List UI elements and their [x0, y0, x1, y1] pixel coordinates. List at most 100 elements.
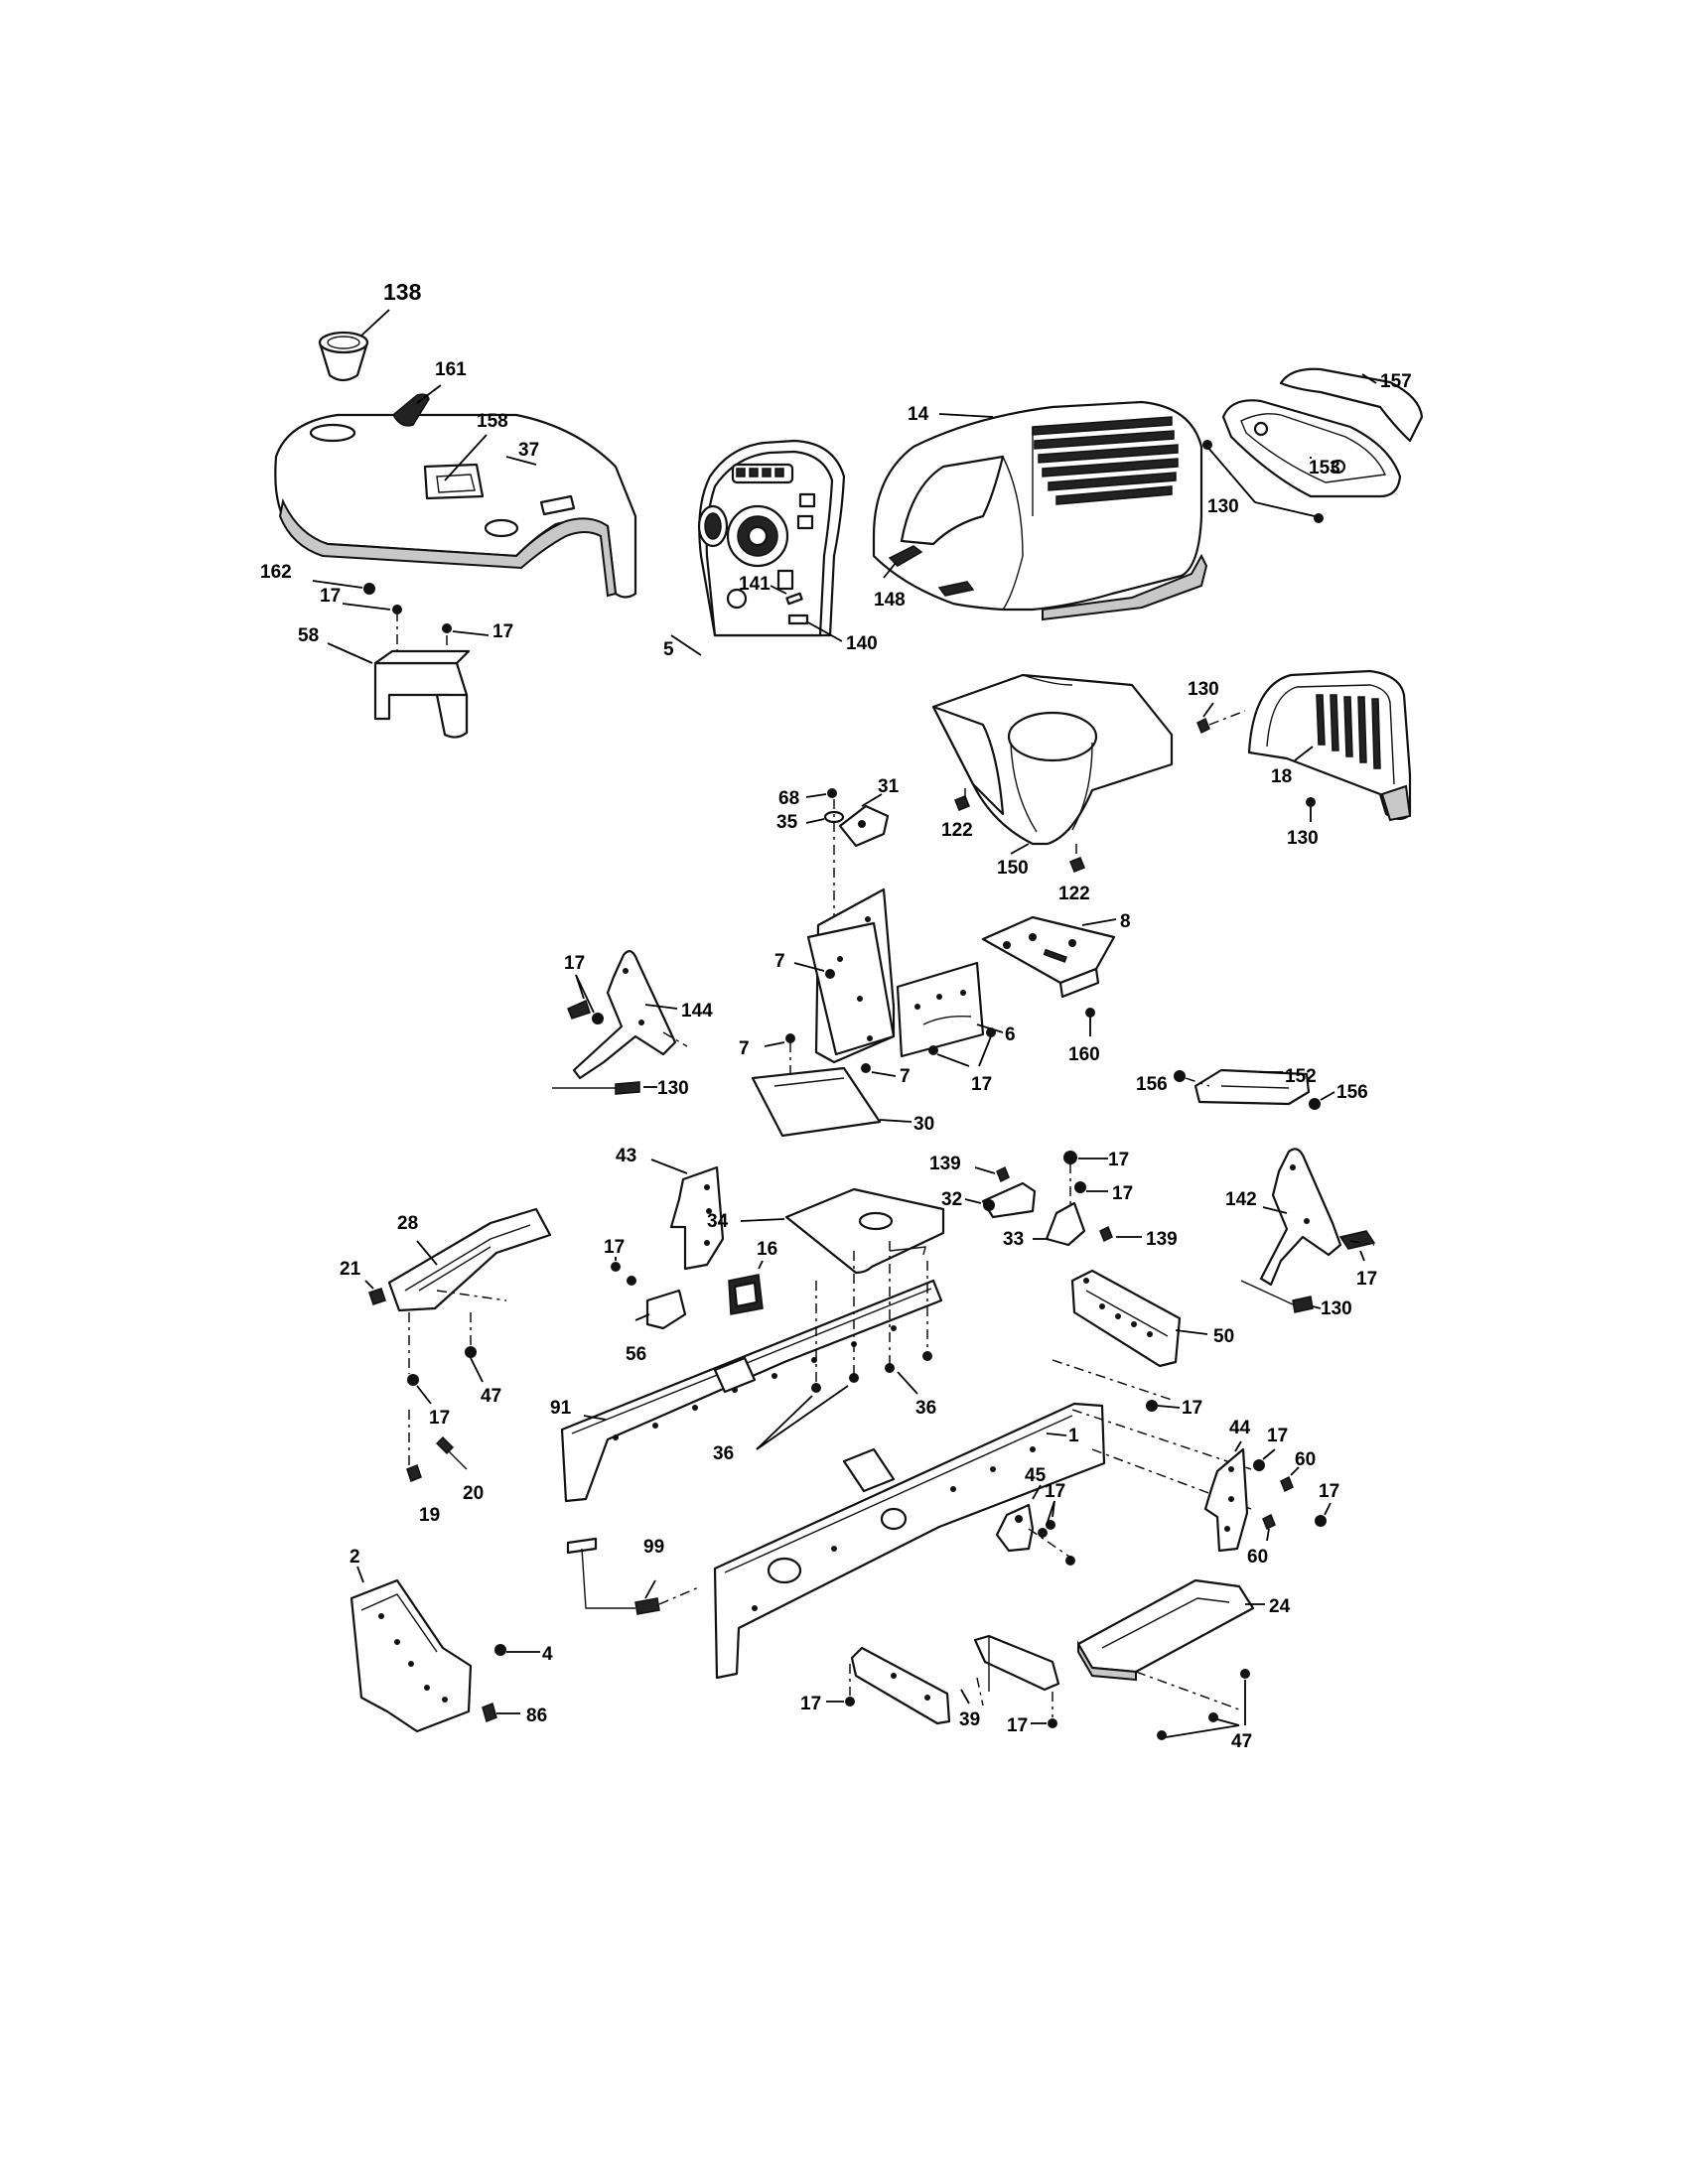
part-7-screw-a: 7: [774, 951, 835, 979]
part-33-bracket: 33: [1003, 1201, 1086, 1250]
callout-36-a: 36: [713, 1443, 734, 1464]
part-34-plate: 34: [707, 1187, 945, 1275]
callout-14: 14: [908, 404, 929, 425]
callout-162: 162: [260, 562, 292, 583]
callout-43: 43: [616, 1146, 636, 1166]
callout-122-a: 122: [941, 820, 973, 841]
part-130-screw-b: 130: [1188, 679, 1246, 735]
callout-130-d: 130: [657, 1078, 689, 1099]
part-8-bracket-plate: 8: [981, 911, 1131, 999]
part-17-screw-o: 17: [1007, 1692, 1057, 1736]
callout-141: 141: [739, 574, 771, 595]
callout-34: 34: [707, 1211, 729, 1232]
part-37-fender: 37: [274, 413, 637, 599]
part-130-bolt-d: 130: [552, 1078, 689, 1099]
part-130-bolt-e: 130: [1240, 1280, 1352, 1319]
part-130-screws-a: 130: [1202, 440, 1324, 523]
part-60-nut-b: 60: [1247, 1513, 1276, 1568]
callout-158: 158: [477, 411, 508, 432]
callout-60-b: 60: [1247, 1547, 1268, 1568]
callout-33: 33: [1003, 1229, 1024, 1250]
part-20-bolt: 20: [435, 1435, 484, 1504]
callout-19: 19: [419, 1505, 440, 1526]
part-138-cup-holder: 138: [318, 279, 422, 382]
callout-17-k: 17: [1267, 1426, 1288, 1446]
callout-17-i: 17: [604, 1237, 625, 1258]
part-47-screws-b: 47: [1157, 1669, 1252, 1752]
callout-99: 99: [643, 1537, 664, 1558]
callout-142: 142: [1225, 1189, 1257, 1210]
callout-148: 148: [874, 590, 906, 611]
callout-44: 44: [1229, 1418, 1251, 1438]
part-35-washer: 35: [776, 799, 845, 953]
part-156-screw-a: 156: [1136, 1070, 1210, 1095]
part-122-nut-a: 122: [941, 788, 973, 841]
part-157-lens-cover: 157: [1279, 367, 1424, 443]
callout-5: 5: [663, 639, 674, 660]
part-31-bracket: 31: [838, 776, 900, 848]
part-17-screws-c: 17: [928, 1027, 996, 1095]
part-5-console: 5: [663, 439, 846, 660]
callout-17-o: 17: [1007, 1715, 1028, 1736]
callout-130-b: 130: [1188, 679, 1219, 700]
part-17-screw-a: 17: [320, 586, 402, 655]
part-24-footrest: 24: [1076, 1578, 1291, 1710]
callout-47-a: 47: [481, 1386, 501, 1407]
callout-140: 140: [846, 633, 878, 654]
part-91-frame-left: 91: [550, 1279, 943, 1503]
callout-17-d: 17: [564, 953, 585, 974]
part-17-screw-j: 17: [1146, 1398, 1202, 1419]
part-156-screw-b: 156: [1309, 1082, 1368, 1110]
part-148-bumper: 148: [874, 545, 975, 611]
part-17-screws-i: 17: [604, 1237, 636, 1286]
callout-130-c: 130: [1287, 828, 1319, 849]
callout-7-c: 7: [900, 1066, 911, 1087]
callout-20: 20: [463, 1483, 484, 1504]
callout-17-g: 17: [1356, 1269, 1377, 1290]
part-140-switch: 140: [787, 614, 878, 654]
callout-50: 50: [1213, 1326, 1234, 1347]
part-43-bracket: 43: [616, 1146, 725, 1271]
callout-91: 91: [550, 1398, 572, 1419]
part-130-screw-c: 130: [1287, 797, 1319, 849]
part-153-headlight-frame: 153: [1221, 399, 1402, 498]
part-150-hood-pan: 150: [931, 673, 1174, 879]
grille-slats: [1316, 694, 1381, 769]
part-28-footrest: 28: [387, 1207, 552, 1312]
part-160-screw: 160: [1068, 1008, 1100, 1065]
part-7-screw-c: 7: [861, 1063, 911, 1087]
part-16-grommet: 16: [728, 1239, 777, 1315]
callout-56: 56: [626, 1344, 646, 1365]
part-139-nut-a: 139: [929, 1154, 1010, 1183]
callout-17-a: 17: [320, 586, 341, 607]
part-7-screw-b: 7: [739, 1033, 795, 1078]
callout-156-b: 156: [1336, 1082, 1368, 1103]
panel-6-holes: [837, 916, 966, 1041]
callout-153: 153: [1309, 458, 1340, 478]
callout-156-a: 156: [1136, 1074, 1168, 1095]
part-44-bracket: 44: [1203, 1418, 1251, 1553]
part-30-plate: 30: [751, 1066, 934, 1138]
part-19-nut: 19: [406, 1410, 440, 1526]
part-86-bolt: 86: [482, 1702, 547, 1726]
part-58-bracket: 58: [298, 625, 471, 739]
part-47-screw-a: 47: [465, 1312, 501, 1407]
part-99-lever: 99: [566, 1537, 702, 1615]
part-17-screw-l: 17: [1315, 1481, 1339, 1527]
callout-7-a: 7: [774, 951, 785, 972]
callout-21: 21: [340, 1259, 361, 1280]
callout-16: 16: [757, 1239, 777, 1260]
part-161-bracket: 161: [392, 359, 467, 427]
callout-160: 160: [1068, 1044, 1100, 1065]
bracket-50-holes: [1083, 1278, 1153, 1337]
callout-139-a: 139: [929, 1154, 961, 1174]
part-17-screws-m: 17: [1028, 1481, 1075, 1566]
part-17-screw-h: 17: [407, 1312, 450, 1429]
part-45-bracket: 45: [995, 1465, 1047, 1553]
part-32-bracket: 32: [941, 1181, 1037, 1219]
part-2-plate: 2: [350, 1547, 473, 1733]
callout-150: 150: [997, 858, 1029, 879]
callout-17-l: 17: [1319, 1481, 1339, 1502]
callout-130-a: 130: [1207, 496, 1239, 517]
